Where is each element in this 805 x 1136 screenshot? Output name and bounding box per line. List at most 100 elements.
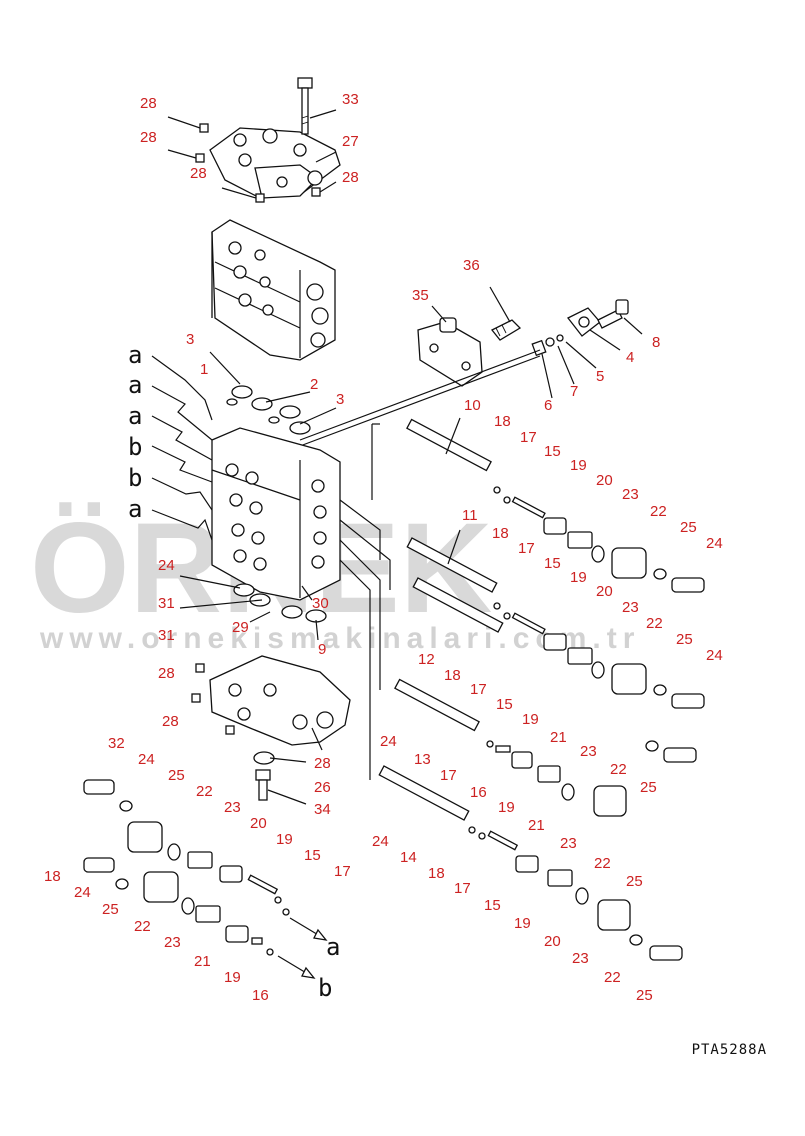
callout-number: 2 [310,376,318,393]
callout-number: 33 [342,91,359,108]
drawing-reference-code: PTA5288A [691,1042,767,1058]
callout-number: 23 [164,934,181,951]
callout-number: 24 [372,833,389,850]
callout-number: 28 [158,665,175,682]
callout-number: 15 [544,443,561,460]
callout-number: 28 [140,129,157,146]
callout-number: 34 [314,801,331,818]
callout-number: 22 [604,969,621,986]
callout-number: 25 [676,631,693,648]
callout-number: 25 [102,901,119,918]
flow-letter: a [128,495,142,523]
spools [339,418,504,821]
flow-letter: a [128,402,142,430]
callout-number: 19 [570,569,587,586]
flow-letter: b [128,464,142,492]
spring-cap-sets [468,486,705,961]
callout-number: 28 [342,169,359,186]
callout-number: 24 [706,535,723,552]
top-cover-part [195,77,341,203]
callout-number: 21 [550,729,567,746]
callout-number: 1 [200,361,208,378]
flow-letter: a [128,341,142,369]
callout-number: 18 [494,413,511,430]
callout-number: 16 [470,784,487,801]
callout-number: 25 [680,519,697,536]
flow-letter-group: a a a b b a a b [128,341,340,1002]
callout-number: 17 [518,540,535,557]
callout-number: 19 [514,915,531,932]
callout-number: 27 [342,133,359,150]
flow-letter: b [128,433,142,461]
callout-number: 17 [440,767,457,784]
callout-number: 25 [640,779,657,796]
callout-number: 28 [140,95,157,112]
callout-number: 17 [470,681,487,698]
callout-number: 28 [314,755,331,772]
callout-number: 25 [168,767,185,784]
callout-number: 15 [484,897,501,914]
callout-number: 18 [492,525,509,542]
relief-valve-part [299,299,629,447]
callout-number: 28 [190,165,207,182]
callout-number: 12 [418,651,435,668]
leader-lines [167,109,643,805]
callout-number: 23 [572,950,589,967]
callout-number: 23 [622,599,639,616]
callout-number: 32 [108,735,125,752]
callout-number: 22 [594,855,611,872]
callout-number: 30 [312,595,329,612]
callout-number: 21 [194,953,211,970]
callout-number: 31 [158,595,175,612]
callout-number: 15 [496,696,513,713]
callout-number: 19 [498,799,515,816]
callout-number: 15 [304,847,321,864]
callout-number: 3 [336,391,344,408]
valve-assembly-upper [211,219,336,361]
valve-body-exploded [211,385,341,623]
callout-number: 14 [400,849,417,866]
callout-number: 20 [544,933,561,950]
callout-number: 19 [276,831,293,848]
callout-number: 17 [520,429,537,446]
callout-number: 24 [138,751,155,768]
callout-number: 25 [626,873,643,890]
flow-letter: a [326,933,340,961]
callout-number: 15 [544,555,561,572]
callout-number: 18 [444,667,461,684]
callout-number: 17 [454,880,471,897]
callout-number: 24 [380,733,397,750]
callout-number: 22 [196,783,213,800]
callout-number: 11 [462,507,478,524]
callout-number: 23 [622,486,639,503]
bottom-cover-part [191,655,351,801]
callout-number: 25 [636,987,653,1004]
callout-number: 18 [428,865,445,882]
callout-number: 13 [414,751,431,768]
callout-number: 22 [646,615,663,632]
callout-number: 36 [463,257,480,274]
callout-number: 31 [158,627,175,644]
callout-number: 10 [464,397,481,414]
callout-number: 19 [570,457,587,474]
callout-number: 24 [158,557,175,574]
callout-number: 18 [44,868,61,885]
bottom-left-sets [83,779,328,979]
callout-number: 6 [544,397,552,414]
flow-letter: a [128,371,142,399]
callout-number: 24 [74,884,91,901]
callout-number: 35 [412,287,429,304]
flow-letter: b [318,974,332,1002]
callout-number: 21 [528,817,545,834]
callout-number: 9 [318,641,326,658]
callout-number: 8 [652,334,660,351]
callout-number: 22 [610,761,627,778]
callout-number: 24 [706,647,723,664]
callout-number: 22 [134,918,151,935]
flow-arrows [151,355,213,541]
callout-number: 20 [596,472,613,489]
callout-number: 7 [570,383,578,400]
callout-number: 16 [252,987,269,1004]
callout-number: 22 [650,503,667,520]
